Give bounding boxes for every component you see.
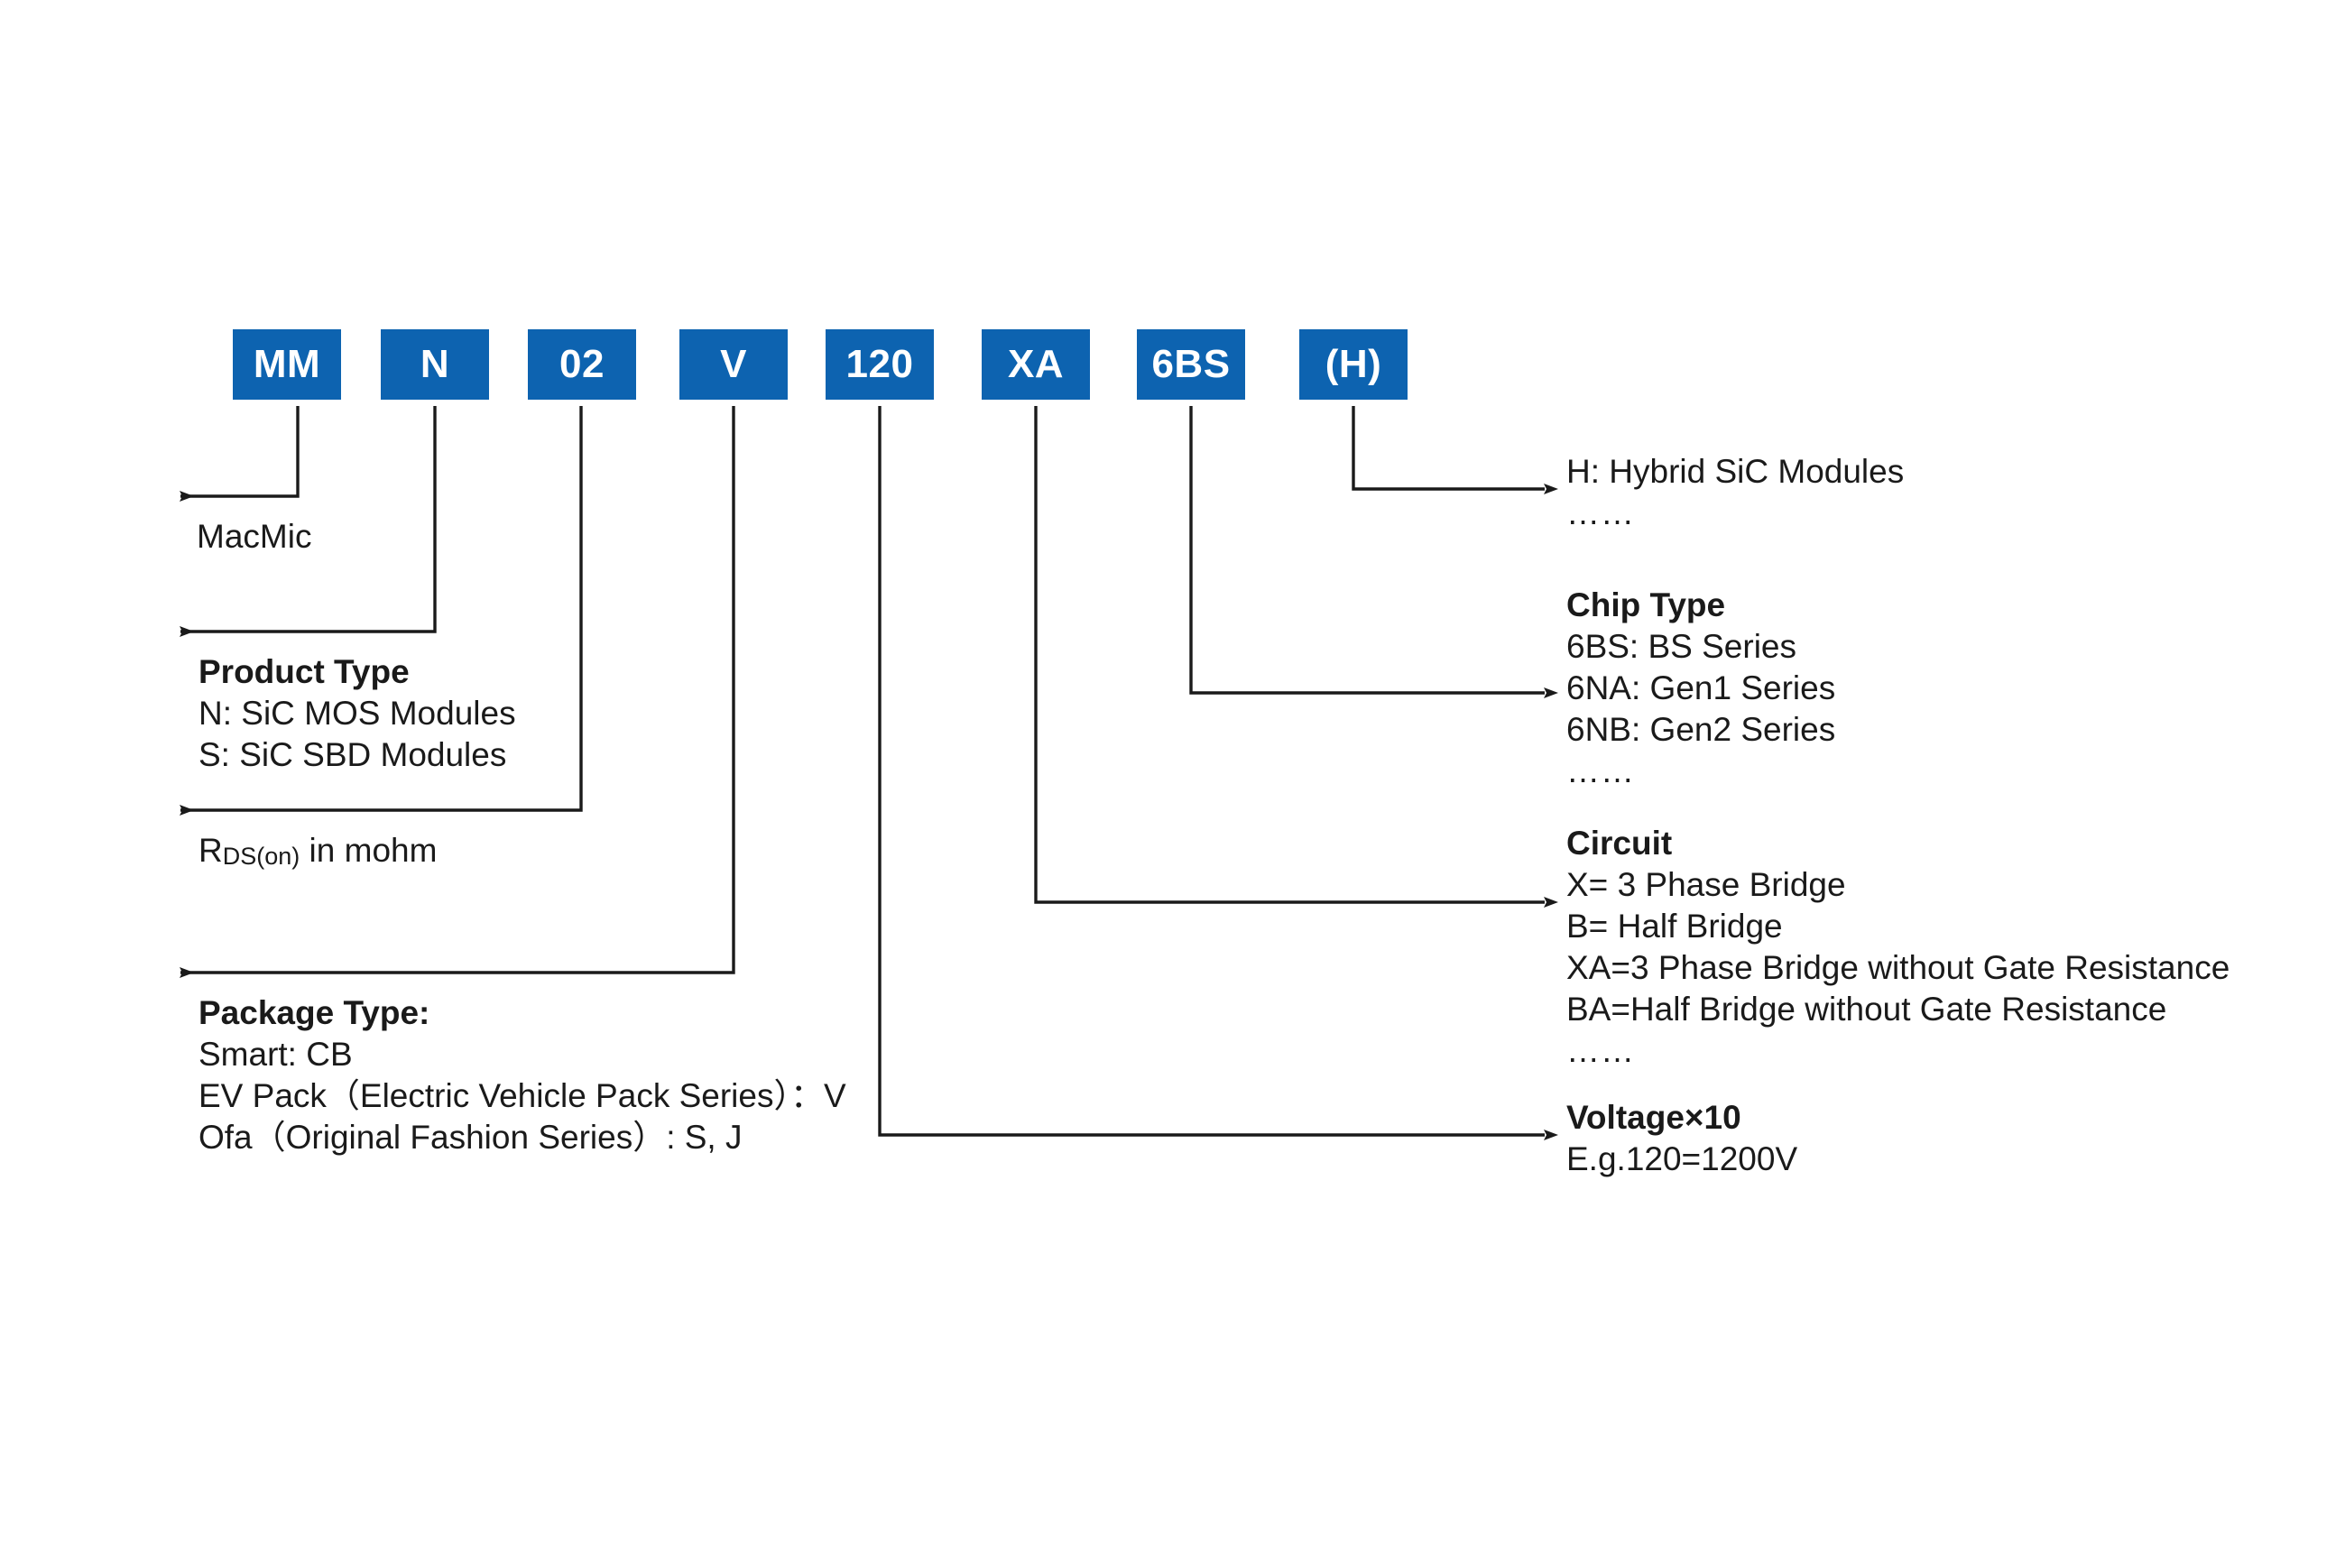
- annotation-rds-on: RDS(on) in mohm: [198, 830, 437, 874]
- package-type-ev-pack: EV Pack（Electric Vehicle Pack Series）：V: [198, 1077, 846, 1114]
- chip-type-ellipsis: ……: [1566, 752, 1635, 789]
- chip-type-heading: Chip Type: [1566, 586, 1726, 623]
- leader-6bs: [1189, 406, 1558, 698]
- voltage-example: E.g.120=1200V: [1566, 1140, 1798, 1177]
- product-type-option-n: N: SiC MOS Modules: [198, 695, 516, 732]
- package-type-smart: Smart: CB: [198, 1036, 353, 1073]
- circuit-ellipsis: ……: [1566, 1032, 1635, 1069]
- circuit-option-ba: BA=Half Bridge without Gate Resistance: [1566, 991, 2167, 1028]
- annotation-chip-type: Chip Type 6BS: BS Series 6NA: Gen1 Serie…: [1566, 585, 1835, 792]
- part-segment-mm[interactable]: MM: [233, 329, 341, 400]
- rds-on-label: RDS(on) in mohm: [198, 830, 437, 874]
- part-segment-h[interactable]: (H): [1299, 329, 1408, 400]
- hybrid-ellipsis: ……: [1566, 494, 1635, 531]
- package-type-heading: Package Type:: [198, 994, 430, 1031]
- circuit-option-x: X= 3 Phase Bridge: [1566, 866, 1846, 903]
- part-segment-n[interactable]: N: [381, 329, 489, 400]
- circuit-option-xa: XA=3 Phase Bridge without Gate Resistanc…: [1566, 949, 2230, 986]
- circuit-heading: Circuit: [1566, 825, 1673, 862]
- annotation-voltage: Voltage×10 E.g.120=1200V: [1566, 1097, 1797, 1180]
- product-type-option-s: S: SiC SBD Modules: [198, 736, 507, 773]
- leader-xa: [1034, 406, 1558, 908]
- chip-type-6bs: 6BS: BS Series: [1566, 628, 1797, 665]
- circuit-option-b: B= Half Bridge: [1566, 908, 1783, 945]
- part-segment-02[interactable]: 02: [528, 329, 636, 400]
- annotation-product-type: Product Type N: SiC MOS Modules S: SiC S…: [198, 651, 516, 776]
- chip-type-6nb: 6NB: Gen2 Series: [1566, 711, 1836, 748]
- leader-h: [1352, 406, 1558, 494]
- part-segment-xa[interactable]: XA: [982, 329, 1090, 400]
- leader-mm: [180, 406, 300, 502]
- rds-on-prefix: R: [198, 832, 223, 869]
- part-segment-120[interactable]: 120: [826, 329, 934, 400]
- package-type-ofa: Ofa（Original Fashion Series）: S, J: [198, 1119, 743, 1156]
- hybrid-option-h: H: Hybrid SiC Modules: [1566, 453, 1905, 490]
- annotation-circuit: Circuit X= 3 Phase Bridge B= Half Bridge…: [1566, 823, 2230, 1072]
- brand-name: MacMic: [197, 518, 312, 555]
- chip-type-6na: 6NA: Gen1 Series: [1566, 669, 1836, 706]
- leader-120: [878, 406, 1558, 1140]
- rds-on-subscript: DS(on): [222, 843, 300, 870]
- annotation-brand: MacMic: [197, 516, 311, 558]
- voltage-heading: Voltage×10: [1566, 1099, 1741, 1136]
- part-segment-v[interactable]: V: [679, 329, 788, 400]
- annotation-hybrid: H: Hybrid SiC Modules ……: [1566, 451, 1904, 534]
- annotation-package-type: Package Type: Smart: CB EV Pack（Electric…: [198, 992, 846, 1158]
- rds-on-suffix: in mohm: [300, 832, 438, 869]
- product-type-heading: Product Type: [198, 653, 410, 690]
- part-segment-6bs[interactable]: 6BS: [1137, 329, 1245, 400]
